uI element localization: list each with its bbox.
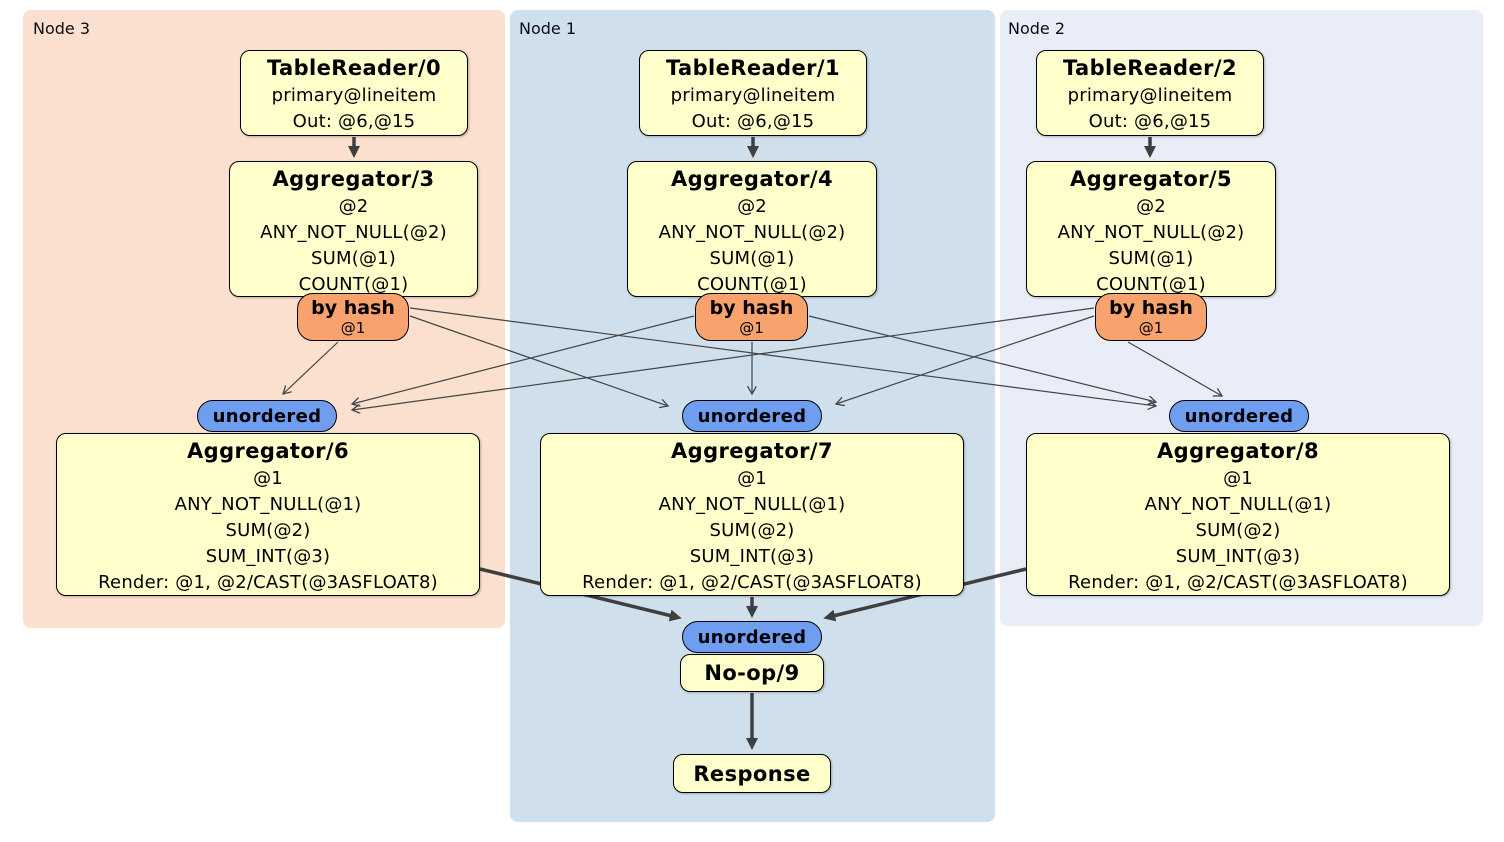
processor-detail: COUNT(@1) [697,274,807,295]
processor-title: Response [693,761,811,786]
hash-router-label: by hash [311,297,395,319]
processor-detail: ANY_NOT_NULL(@2) [260,222,447,243]
processor-detail: SUM_INT(@3) [1175,546,1301,567]
processor-detail: SUM(@2) [709,520,795,541]
processor-detail: Render: @1, @2/CAST(@3ASFLOAT8) [582,572,922,593]
processor-detail: @2 [737,196,767,217]
unordered-sync-label: unordered [697,405,807,427]
processor-detail: SUM(@1) [709,248,795,269]
processor-detail: ANY_NOT_NULL(@2) [1057,222,1245,243]
unordered-sync-label: unordered [697,626,807,648]
processor-detail: @1 [1223,468,1253,489]
processor-title: Aggregator/3 [272,167,435,191]
processor-title: No-op/9 [704,661,800,685]
region-label-node-2: Node 2 [1008,19,1066,38]
processor-title: TableReader/0 [267,56,441,80]
processor-detail: Out: @6,@15 [691,111,815,132]
processor-aggregator-5: Aggregator/5 @2 ANY_NOT_NULL(@2) SUM(@1)… [1026,161,1276,297]
processor-title: TableReader/1 [666,56,840,80]
hash-router-detail: @1 [340,319,366,337]
processor-detail: ANY_NOT_NULL(@1) [658,494,846,515]
hash-router-detail: @1 [739,319,764,337]
hash-router-node1: by hash @1 [695,293,808,341]
unordered-sync-label: unordered [212,405,322,427]
response-box: Response [673,754,831,793]
processor-detail: SUM(@2) [1195,520,1281,541]
processor-title: Aggregator/8 [1156,439,1320,463]
processor-detail: ANY_NOT_NULL(@1) [1144,494,1332,515]
processor-title: Aggregator/4 [670,167,834,191]
processor-detail: Out: @6,@15 [292,111,416,132]
processor-detail: ANY_NOT_NULL(@1) [174,494,362,515]
unordered-sync-node3: unordered [197,400,337,432]
unordered-sync-label: unordered [1184,405,1294,427]
processor-detail: @2 [1136,196,1166,217]
hash-router-node3: by hash @1 [297,293,409,341]
processor-detail: Render: @1, @2/CAST(@3ASFLOAT8) [1068,572,1408,593]
processor-detail: primary@lineitem [1067,85,1233,106]
unordered-sync-node1: unordered [682,400,822,432]
processor-detail: primary@lineitem [271,85,437,106]
hash-router-label: by hash [709,297,794,319]
processor-title: Aggregator/6 [186,439,350,463]
processor-detail: ANY_NOT_NULL(@2) [658,222,846,243]
processor-title: Aggregator/5 [1069,167,1233,191]
processor-detail: SUM_INT(@3) [205,546,331,567]
processor-title: Aggregator/7 [670,439,834,463]
processor-tablereader-2: TableReader/2 primary@lineitem Out: @6,@… [1036,50,1264,136]
processor-aggregator-7: Aggregator/7 @1 ANY_NOT_NULL(@1) SUM(@2)… [540,433,964,596]
processor-aggregator-3: Aggregator/3 @2 ANY_NOT_NULL(@2) SUM(@1)… [229,161,478,297]
processor-aggregator-8: Aggregator/8 @1 ANY_NOT_NULL(@1) SUM(@2)… [1026,433,1450,596]
region-label-node-3: Node 3 [33,19,91,38]
unordered-sync-node2: unordered [1169,400,1309,432]
region-label-node-1: Node 1 [519,19,577,38]
processor-tablereader-0: TableReader/0 primary@lineitem Out: @6,@… [240,50,468,136]
processor-aggregator-4: Aggregator/4 @2 ANY_NOT_NULL(@2) SUM(@1)… [627,161,877,297]
hash-router-label: by hash [1109,297,1193,319]
processor-detail: @1 [253,468,283,489]
unordered-sync-final: unordered [682,621,822,653]
processor-title: TableReader/2 [1063,56,1237,80]
processor-detail: SUM(@1) [310,248,397,269]
processor-detail: primary@lineitem [670,85,836,106]
processor-aggregator-6: Aggregator/6 @1 ANY_NOT_NULL(@1) SUM(@2)… [56,433,480,596]
processor-noop-9: No-op/9 [680,654,824,692]
hash-router-detail: @1 [1138,319,1164,337]
processor-detail: SUM_INT(@3) [689,546,815,567]
processor-tablereader-1: TableReader/1 primary@lineitem Out: @6,@… [639,50,867,136]
processor-detail: @1 [737,468,767,489]
processor-detail: COUNT(@1) [298,274,409,295]
processor-detail: @2 [338,196,369,217]
processor-detail: SUM(@2) [225,520,311,541]
hash-router-node2: by hash @1 [1095,293,1207,341]
processor-detail: COUNT(@1) [1096,274,1206,295]
processor-detail: Render: @1, @2/CAST(@3ASFLOAT8) [98,572,438,593]
processor-detail: SUM(@1) [1108,248,1194,269]
processor-detail: Out: @6,@15 [1088,111,1212,132]
